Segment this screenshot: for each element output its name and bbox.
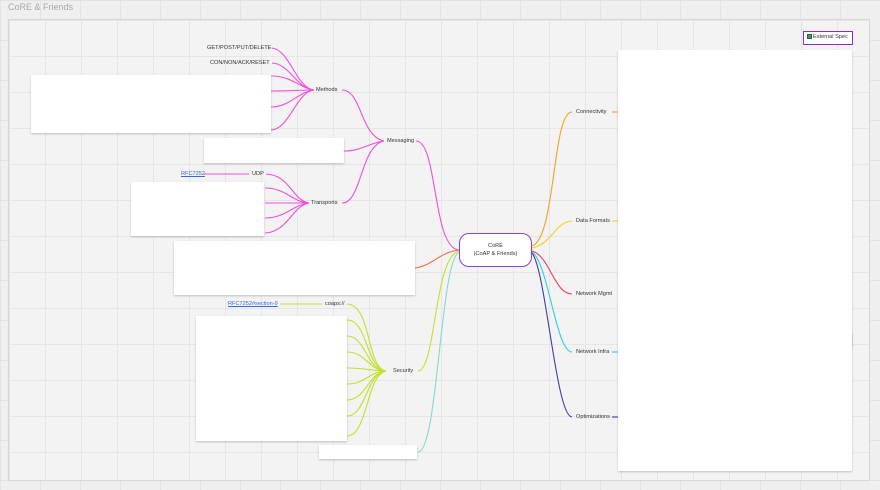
- edge-root-network-infra: [531, 251, 573, 353]
- branch-methods[interactable]: Methods: [316, 87, 338, 93]
- methods-detail-card[interactable]: [31, 75, 271, 133]
- edge-root-card: [414, 249, 460, 269]
- link-rfc7252[interactable]: RFC7252: [181, 171, 205, 177]
- edge-root-connectivity: [531, 111, 573, 247]
- external-spec-button[interactable]: External Spec: [803, 31, 853, 45]
- branch-connectivity[interactable]: Connectivity: [576, 109, 607, 115]
- core-detail-card[interactable]: [174, 241, 415, 295]
- branch-messaging[interactable]: Messaging: [387, 138, 415, 144]
- branch-security[interactable]: Security: [393, 368, 414, 374]
- root-node-title: CoRE: [488, 243, 503, 249]
- bottom-detail-card[interactable]: [319, 445, 417, 459]
- branch-data-formats[interactable]: Data Formats: [576, 218, 610, 224]
- transports-detail-card[interactable]: [131, 182, 264, 236]
- external-spec-label: External Spec: [813, 34, 848, 40]
- edge-messaging-methods: [341, 89, 385, 142]
- edge-root-network-mgmt: [531, 250, 573, 295]
- edge-root-security: [417, 250, 460, 372]
- leaf-udp[interactable]: UDP: [252, 171, 264, 177]
- branch-network-infra[interactable]: Network Infra: [576, 349, 610, 355]
- root-node[interactable]: CoRE (CoAP & Friends): [459, 233, 532, 267]
- external-spec-panel[interactable]: [618, 50, 852, 471]
- leaf-coaps[interactable]: coaps://: [325, 301, 345, 307]
- board-title: CoRE & Friends: [8, 2, 74, 12]
- edge-root-data-formats: [531, 220, 573, 249]
- branch-network-mgmt[interactable]: Network Mgmt: [576, 291, 613, 297]
- edge-root-optimizations: [531, 252, 573, 418]
- edge-messaging-transports: [341, 140, 385, 204]
- leaf-message-types[interactable]: CON/NON/ACK/RESET: [210, 60, 270, 66]
- branch-transports[interactable]: Transports: [311, 200, 338, 206]
- branch-optimizations[interactable]: Optimizations: [576, 414, 610, 420]
- spreadsheet-icon: [807, 33, 812, 39]
- link-rfc7252-section-9[interactable]: RFC7252#section-9: [228, 301, 278, 307]
- edge-root-bottom-card: [417, 251, 460, 453]
- edge-root-messaging: [415, 140, 460, 251]
- root-node-subtitle: (CoAP & Friends): [473, 250, 518, 257]
- leaf-methods-verbs[interactable]: GET/POST/PUT/DELETE: [207, 45, 272, 51]
- security-detail-card[interactable]: [196, 316, 347, 441]
- messaging-detail-card[interactable]: [204, 138, 344, 163]
- edge-messaging-card: [343, 140, 385, 152]
